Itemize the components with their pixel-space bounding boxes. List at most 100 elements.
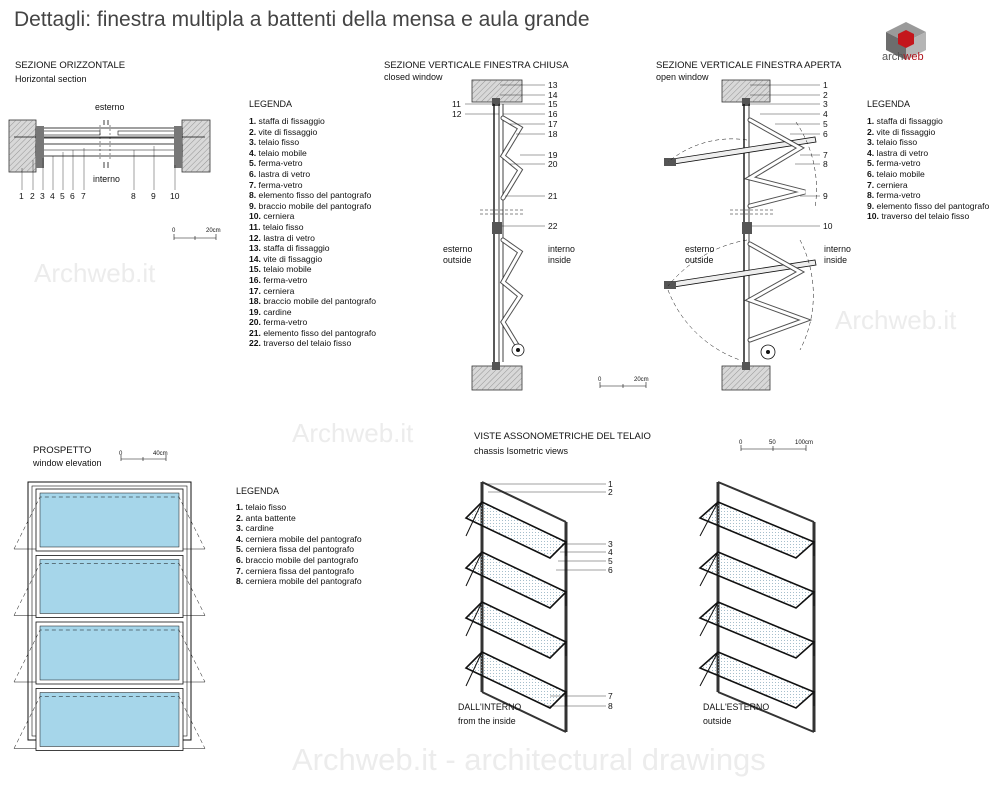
- legend-item-label: staffa di fissaggio: [874, 116, 943, 126]
- scale-label: 20cm: [206, 228, 221, 234]
- legend-item: 3. telaio fisso: [867, 137, 989, 148]
- elevation-title: PROSPETTO: [33, 445, 92, 456]
- legend-item-number: 2.: [867, 126, 875, 137]
- legend-item-number: 11.: [249, 221, 261, 232]
- opening-line: [13, 696, 206, 749]
- legend-item-label: ferma-vetro: [874, 190, 921, 201]
- opening-line: [13, 496, 206, 550]
- legend-item-number: 13.: [249, 243, 261, 254]
- scale-label: 50: [769, 440, 776, 446]
- scale-label: 100cm: [795, 440, 814, 446]
- legend-item-label: elemento fisso del pantografo: [874, 200, 990, 211]
- legend-item: 13. staffa di fissaggio: [249, 243, 376, 254]
- legend-item-number: 3.: [236, 523, 244, 534]
- label-esterno: esterno: [95, 102, 125, 112]
- legend-item-number: 5.: [236, 544, 244, 555]
- callout-number: 7: [823, 150, 828, 160]
- legend-item-number: 17.: [249, 285, 261, 296]
- callout-number: 8: [131, 191, 136, 201]
- legend-item: 21. elemento fisso del pantografo: [249, 328, 376, 339]
- callout-number: 16: [548, 109, 558, 119]
- legend-item: 5. cerniera fissa del pantografo: [236, 544, 362, 555]
- legend-item: 11. telaio fisso: [249, 222, 376, 233]
- legend-item-label: ferma-vetro: [260, 274, 308, 285]
- legend-item: 1. staffa di fissaggio: [867, 116, 989, 127]
- legend-item: 22. traverso del telaio fisso: [249, 338, 376, 349]
- legend-item: 6. lastra di vetro: [249, 169, 376, 180]
- legend-item-number: 8.: [249, 190, 257, 201]
- watermark-footer: Archweb.it - architectural drawings: [292, 742, 766, 777]
- legend-item: 3. telaio fisso: [249, 137, 376, 148]
- legend-item-label: cerniera fissa del pantografo: [243, 565, 355, 576]
- opening-line: [13, 629, 206, 683]
- legend-item: 5. ferma-vetro: [249, 158, 376, 169]
- glass-sash: [698, 601, 816, 659]
- opening-line: [13, 563, 206, 616]
- callout-number: 14: [548, 90, 558, 100]
- legend-item-number: 8.: [867, 190, 875, 201]
- closed-section-subtitle: closed window: [384, 72, 443, 82]
- callout-number: 9: [151, 191, 156, 201]
- legend-item: 2. vite di fissaggio: [249, 127, 376, 138]
- legend-item-label: cerniera fissa del pantografo: [243, 544, 355, 555]
- legend-item-number: 6.: [236, 554, 244, 565]
- legend-item: 7. cerniera: [867, 180, 989, 191]
- iso-subtitle: chassis Isometric views: [474, 446, 569, 456]
- legend-item-number: 2.: [236, 512, 244, 523]
- legend-item-label: lastra di vetro: [874, 147, 929, 158]
- legend-item-number: 9.: [867, 200, 875, 211]
- callout-number: 12: [452, 109, 462, 119]
- legend-item: 5. ferma-vetro: [867, 158, 989, 169]
- legend-item-number: 4.: [867, 147, 875, 158]
- legend-item: 9. braccio mobile del pantografo: [249, 201, 376, 212]
- legend-item: 8. elemento fisso del pantografo: [249, 190, 376, 201]
- legend-item-number: 10.: [249, 211, 261, 222]
- frame-rail: [481, 691, 567, 733]
- legend-item: 1. telaio fisso: [236, 502, 362, 513]
- legend-title: LEGENDA: [236, 486, 280, 496]
- watermark: Archweb.it: [292, 418, 414, 448]
- pantograph-arm: [699, 601, 719, 637]
- label-interno: interno: [93, 174, 120, 184]
- legend-item-number: 15.: [249, 264, 261, 275]
- glass-sash: [464, 601, 568, 659]
- glass-sash: [464, 651, 568, 709]
- callout-number: 20: [548, 159, 558, 169]
- legend-item: 7. ferma-vetro: [249, 180, 376, 191]
- callout-number: 4: [823, 109, 828, 119]
- legend-item-number: 1.: [249, 116, 257, 126]
- legend-item-label: cerniera: [260, 285, 295, 296]
- legend-item-label: braccio mobile del pantografo: [260, 296, 377, 307]
- callout-number: 6: [823, 129, 828, 139]
- legend-item-label: telaio mobile: [256, 147, 307, 158]
- legend-item-label: anta battente: [243, 512, 296, 523]
- legend-item: 6. braccio mobile del pantografo: [236, 555, 362, 566]
- legend-item: 4. cerniera mobile del pantografo: [236, 534, 362, 545]
- scale-label: 0: [172, 228, 176, 234]
- legend-item-number: 14.: [249, 253, 261, 264]
- callout-number: 2: [608, 487, 613, 497]
- iso-inside-title: DALL'INTERNO: [458, 702, 522, 712]
- legend-item-number: 7.: [236, 565, 244, 576]
- callout-number: 3: [608, 539, 613, 549]
- scale-label: 20cm: [634, 377, 649, 383]
- scale-label: 0: [598, 377, 602, 383]
- scale-label: 0: [739, 440, 743, 446]
- legend-item: 19. cardine: [249, 307, 376, 318]
- legend-item-label: telaio mobile: [260, 264, 312, 275]
- scale-label: 40cm: [153, 451, 168, 457]
- callout-number: 2: [30, 191, 35, 201]
- pantograph-arm: [465, 651, 483, 687]
- legend-item-label: ferma-vetro: [874, 158, 921, 169]
- legend-item-number: 4.: [249, 147, 257, 158]
- pantograph-arm: [699, 501, 719, 537]
- legend-item: 1. staffa di fissaggio: [249, 116, 376, 127]
- callout-number: 6: [70, 191, 75, 201]
- legend-title: LEGENDA: [867, 99, 911, 109]
- callout-number: 15: [548, 99, 558, 109]
